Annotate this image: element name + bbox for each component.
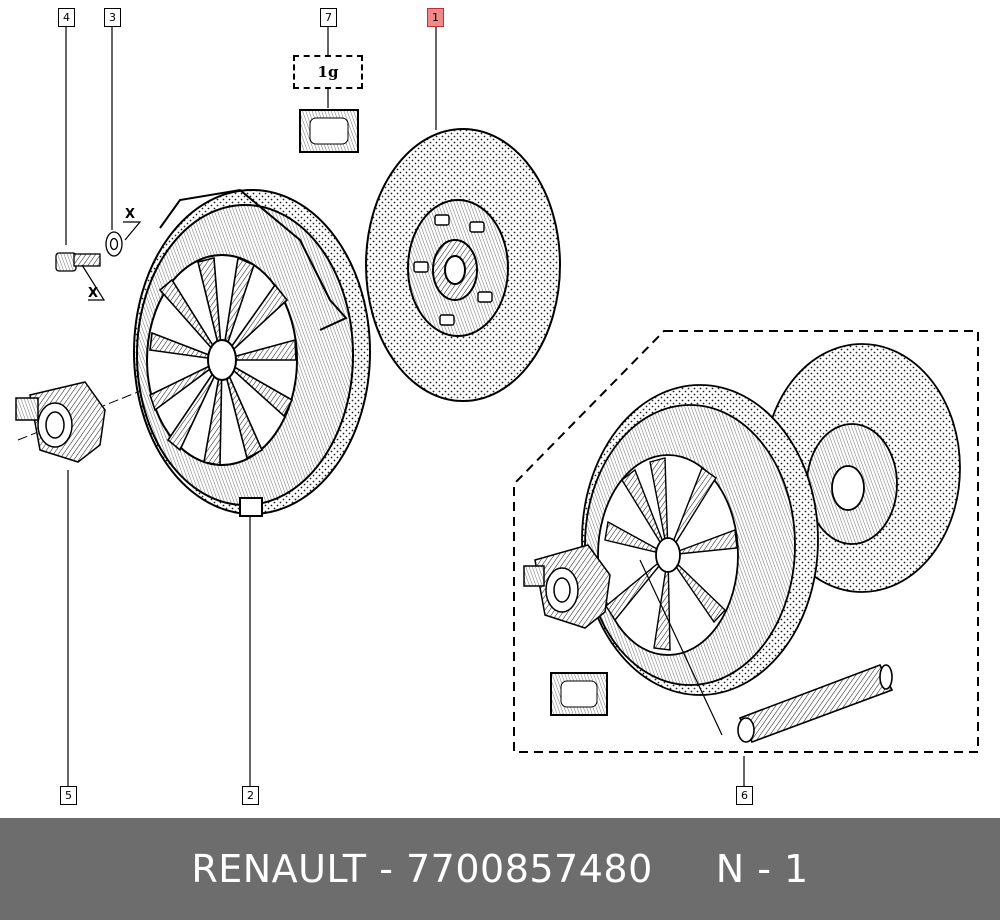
angle-mark-lower-label: X: [88, 286, 98, 301]
kit-leader: [639, 559, 723, 736]
gap: [653, 847, 716, 891]
callout-1-highlighted: 1: [427, 8, 444, 27]
kit-alignment-tool-icon: [737, 663, 894, 743]
grease-quantity-label: 1g: [293, 55, 363, 89]
angle-mark-lower: [81, 264, 106, 301]
callout-6: 6: [736, 786, 753, 805]
callout-4: 4: [58, 8, 75, 27]
bolt-icon: [55, 252, 101, 272]
kit-frame: [513, 330, 979, 753]
part-number: 7700857480: [406, 847, 653, 891]
kit-pressure-plate-icon: [581, 384, 819, 696]
kit-release-bearing-icon: [523, 544, 611, 629]
callout-3: 3: [104, 8, 121, 27]
leader-lines: [65, 26, 745, 786]
pressure-plate-icon: [133, 188, 371, 517]
footer-bar: RENAULT - 7700857480 N - 1: [0, 818, 1000, 920]
angle-mark-upper: [123, 221, 142, 241]
page-indicator: N - 1: [715, 847, 809, 891]
footer-caption: RENAULT - 7700857480 N - 1: [191, 847, 808, 891]
separator: -: [366, 847, 406, 891]
release-bearing-icon: [15, 381, 106, 463]
brand-name: RENAULT: [191, 847, 367, 891]
exploded-parts-diagram: X X: [15, 26, 979, 786]
callout-7: 7: [320, 8, 337, 27]
callout-2: 2: [242, 786, 259, 805]
angle-mark-upper-label: X: [125, 207, 135, 222]
washer-icon: [105, 231, 123, 257]
callout-5: 5: [60, 786, 77, 805]
grease-packet-icon: [299, 109, 359, 153]
clutch-disc-icon: [365, 128, 561, 402]
kit-grease-packet-icon: [550, 672, 608, 716]
